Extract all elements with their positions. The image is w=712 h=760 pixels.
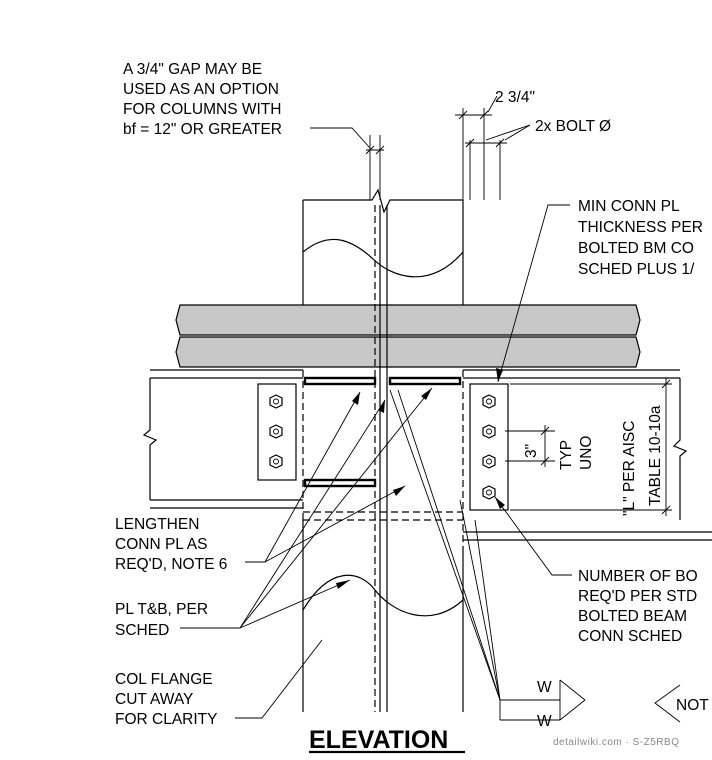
svg-text:A 3/4" GAP MAY BE: A 3/4" GAP MAY BE [123,61,262,78]
bolt-dia-leaders [485,124,531,141]
svg-text:REQ'D PER STD: REQ'D PER STD [578,588,697,605]
gap-note: A 3/4" GAP MAY BE USED AS AN OPTION FOR … [123,61,282,138]
col-flange-note: COL FLANGE CUT AWAY FOR CLARITY [115,671,217,728]
bolt [482,424,496,439]
svg-text:LENGTHEN: LENGTHEN [115,516,199,533]
web-plate-center [374,205,388,712]
bolt [482,454,496,469]
lengthen-leaders [245,391,406,563]
bolts-left [269,394,283,469]
watermark: detailwiki.com · S-Z5RBQ [553,737,679,748]
svg-text:USED AS AN OPTION: USED AS AN OPTION [123,81,279,98]
bolt [269,424,283,439]
svg-text:CONN SCHED: CONN SCHED [578,628,682,645]
weld-leaders [389,389,681,723]
uno-label: UNO [578,436,595,470]
beam-left [142,369,303,509]
bolt-spacing-label: 3" [523,444,540,458]
slab-section [175,304,641,368]
bolts-right [482,394,496,500]
svg-text:SCHED: SCHED [115,622,169,639]
dim-gap-label: 2 3/4" [495,89,535,106]
svg-text:CONN PL AS: CONN PL AS [115,536,207,553]
svg-text:MIN CONN PL: MIN CONN PL [578,198,680,215]
column-upper [302,188,464,305]
weld-symbol-w-top: W [537,679,552,696]
table-label: TABLE 10-10a [647,405,664,506]
bolt [482,394,496,409]
gap-leader [310,127,385,200]
weld-note-label: NOT [676,697,709,714]
svg-text:PL T&B, PER: PL T&B, PER [115,601,208,618]
column-lower [302,515,464,712]
min-conn-pl-note: MIN CONN PL THICKNESS PER BOLTED BM CO S… [578,198,703,278]
svg-text:CUT AWAY: CUT AWAY [115,691,193,708]
svg-text:bf = 12" OR GREATER: bf = 12" OR GREATER [123,121,282,138]
svg-text:THICKNESS PER: THICKNESS PER [578,219,703,236]
bolt [269,394,283,409]
pl-tb-leaders [180,387,433,629]
drawing-title: ELEVATION [309,726,448,754]
continuity-plates [303,376,462,488]
dimension-bolt-spacing [505,425,555,467]
svg-text:BOLTED BEAM: BOLTED BEAM [578,608,687,625]
svg-text:FOR COLUMNS WITH: FOR COLUMNS WITH [123,101,281,118]
svg-text:COL FLANGE: COL FLANGE [115,671,213,688]
svg-text:BOLTED BM CO: BOLTED BM CO [578,240,694,257]
svg-text:REQ'D, NOTE 6: REQ'D, NOTE 6 [115,556,227,573]
bolt-dia-label: 2x BOLT Ø [535,118,611,135]
svg-text:NUMBER OF BO: NUMBER OF BO [578,568,698,585]
shear-plate-right [469,383,509,511]
dimension-l [510,378,672,516]
weld-symbol-w-bottom: W [537,713,552,730]
shear-plate-left [257,383,297,481]
typ-label: TYP [558,440,575,470]
pl-tb-note: PL T&B, PER SCHED [115,601,208,639]
l-per-aisc-label: "L" PER AISC [621,421,638,516]
svg-text:FOR CLARITY: FOR CLARITY [115,711,217,728]
svg-text:SCHED PLUS 1/: SCHED PLUS 1/ [578,261,695,278]
number-bolts-note: NUMBER OF BO REQ'D PER STD BOLTED BEAM C… [578,568,698,645]
number-bolts-leader [494,496,572,576]
dimension-gap [455,95,507,200]
dashed-column-outline [302,370,464,548]
col-flange-leader [235,639,323,719]
lengthen-note: LENGTHEN CONN PL AS REQ'D, NOTE 6 [115,516,227,573]
min-conn-pl-leader [496,204,570,383]
bolt [482,485,496,500]
bolt [269,454,283,469]
